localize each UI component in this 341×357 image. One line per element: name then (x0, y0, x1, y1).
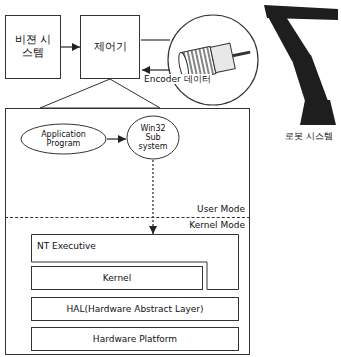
node-text: Kernel (103, 273, 131, 283)
arrow-connector (61, 46, 80, 47)
signal-label: Encoder 데이터 (143, 74, 212, 84)
encoder-arrow (142, 69, 170, 70)
hal-box: HAL(Hardware Abstract Layer) (31, 297, 239, 321)
node-text: 제어기 (94, 41, 127, 54)
controller-box: 제어기 (80, 15, 140, 79)
system-label: 로봇 시스템 (284, 131, 334, 141)
arrow-connector (107, 138, 126, 139)
node-text: Hardware Platform (93, 334, 177, 344)
node-text: Kernel Mode (189, 220, 245, 230)
user-mode-band: Application Program Win32 Sub systemUser … (5, 108, 250, 218)
node-text: NT Executive (37, 241, 96, 251)
vision-box: 비젼 시스템 (5, 15, 61, 79)
motor-wire (141, 39, 170, 40)
node-text: Win32 Sub system (136, 124, 170, 152)
app-ellipse: Application Program (20, 123, 107, 155)
node-text: 비젼 시스템 (10, 34, 56, 59)
zoom-callout (40, 79, 160, 108)
win32-circle: Win32 Sub system (126, 115, 180, 160)
robot-arm (264, 5, 338, 125)
arrow-connector (152, 160, 153, 234)
kernel-mode-band: NT ExecutiveKernelHAL(Hardware Abstract … (5, 218, 250, 355)
kernel-box: Kernel (31, 266, 203, 290)
hardware-box: Hardware Platform (31, 327, 239, 351)
node-text: User Mode (197, 204, 245, 214)
node-text: Application Program (35, 130, 93, 148)
node-text: HAL(Hardware Abstract Layer) (66, 304, 203, 314)
zoom-circle (168, 15, 258, 105)
